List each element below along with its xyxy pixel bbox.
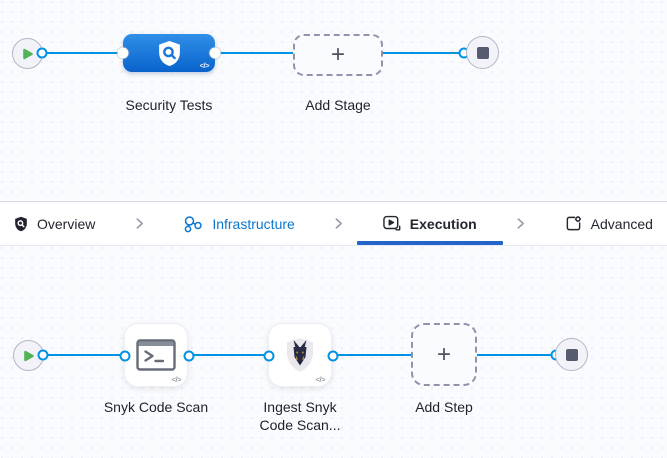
play-icon bbox=[23, 48, 33, 59]
add-stage-button[interactable]: + bbox=[293, 34, 383, 76]
step-label: Ingest Snyk Code Scan... bbox=[259, 399, 341, 433]
chevron-right-icon bbox=[514, 217, 527, 230]
tab-label: Advanced bbox=[590, 215, 653, 232]
connector-port[interactable] bbox=[209, 47, 221, 59]
add-step-button[interactable]: + bbox=[411, 323, 477, 386]
tab-execution[interactable]: Execution bbox=[356, 202, 503, 245]
security-scan-shield-icon bbox=[158, 40, 180, 66]
advanced-file-gear-icon bbox=[565, 215, 582, 232]
add-step-label: Add Step bbox=[415, 399, 473, 415]
chevron-right-icon bbox=[332, 217, 345, 230]
stage-label: Security Tests bbox=[125, 97, 213, 113]
step-node-ingest-snyk[interactable]: </> bbox=[263, 323, 339, 387]
connector-port[interactable] bbox=[36, 47, 48, 59]
tab-advanced[interactable]: Advanced bbox=[565, 202, 653, 245]
shield-scan-icon bbox=[14, 216, 28, 232]
code-glyph: </> bbox=[199, 61, 210, 70]
execution-end-node bbox=[555, 338, 588, 371]
connector-port[interactable] bbox=[37, 349, 49, 361]
play-icon bbox=[24, 350, 34, 361]
code-glyph: </> bbox=[171, 375, 182, 384]
plus-icon: + bbox=[436, 340, 451, 368]
chevron-right-icon bbox=[133, 217, 146, 230]
stage-tab-bar: Overview Infrastructure bbox=[0, 201, 667, 246]
stage-edge-line bbox=[42, 52, 465, 54]
tab-overview[interactable]: Overview bbox=[14, 202, 95, 245]
connector-port[interactable] bbox=[117, 47, 129, 59]
infrastructure-cluster-icon bbox=[183, 215, 203, 233]
snyk-dog-icon bbox=[287, 338, 313, 372]
connector-port[interactable] bbox=[263, 350, 275, 362]
connector-port[interactable] bbox=[327, 350, 339, 362]
tab-label: Infrastructure bbox=[212, 215, 295, 232]
code-glyph: </> bbox=[315, 375, 326, 384]
tab-label: Overview bbox=[37, 215, 96, 232]
plus-icon: + bbox=[330, 41, 345, 68]
add-stage-label: Add Stage bbox=[305, 97, 371, 113]
terminal-icon bbox=[136, 339, 176, 371]
tab-infrastructure[interactable]: Infrastructure bbox=[183, 202, 295, 245]
stage-node-security-tests[interactable]: </> bbox=[117, 34, 221, 72]
step-label: Snyk Code Scan bbox=[103, 399, 209, 415]
pipeline-end-node bbox=[466, 36, 499, 69]
stage-graph-canvas: </> Security Tests + Add Stage bbox=[0, 0, 667, 201]
connector-port[interactable] bbox=[119, 350, 131, 362]
connector-port[interactable] bbox=[183, 350, 195, 362]
execution-play-box-icon bbox=[383, 215, 401, 232]
stop-icon bbox=[476, 46, 489, 59]
stop-icon bbox=[565, 348, 578, 361]
step-node-snyk-code-scan[interactable]: </> bbox=[119, 323, 195, 387]
execution-graph-canvas: </> Snyk Code Scan </> Ingest Snyk Code … bbox=[0, 246, 667, 458]
tab-label: Execution bbox=[409, 215, 477, 232]
